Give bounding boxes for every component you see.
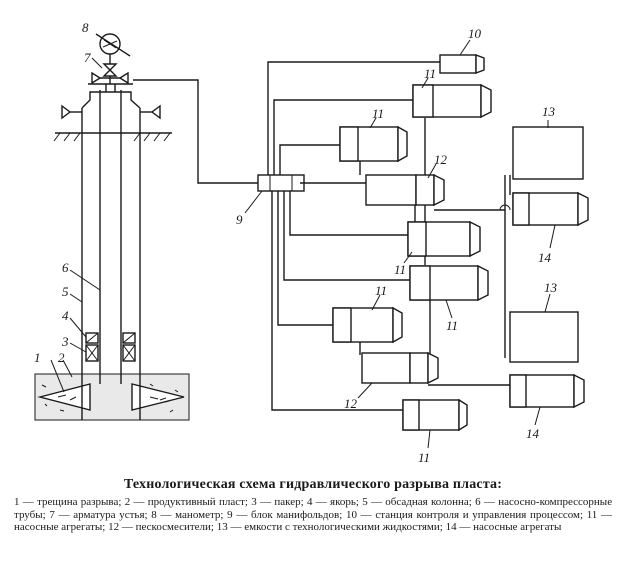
label-control-station: 10 <box>468 26 482 41</box>
label-casing: 5 <box>62 284 69 299</box>
label-pump-unit: 11 <box>394 262 406 277</box>
casing-string <box>81 108 141 420</box>
fracture <box>37 383 185 411</box>
pump-unit <box>407 220 481 258</box>
manifold-block <box>257 174 305 192</box>
label-productive-layer: 2 <box>58 350 65 365</box>
callouts <box>50 39 556 449</box>
label-tubing: 6 <box>62 260 69 275</box>
manometer <box>95 33 131 64</box>
pump-unit <box>412 83 492 119</box>
pump-unit <box>402 398 468 432</box>
sand-mixer <box>365 173 445 207</box>
fluid-tank <box>512 126 584 180</box>
label-fluid-tank: 13 <box>542 104 556 119</box>
label-pump-unit: 11 <box>375 283 387 298</box>
legend-item: 4 — якорь; <box>306 496 359 508</box>
label-tank-pump: 14 <box>526 426 540 441</box>
legend-item: 1 — трещина разрыва; <box>14 496 122 508</box>
legend-item: 10 — станция контроля и управления проце… <box>345 508 584 521</box>
pump-unit <box>332 306 403 344</box>
label-fluid-tank: 13 <box>544 280 558 295</box>
label-pump-unit: 11 <box>372 106 384 121</box>
legend-item: 12 — пескосмесители; <box>108 521 214 534</box>
label-sand-mixer: 12 <box>344 396 358 411</box>
supply-lines <box>428 175 511 386</box>
control-station <box>439 53 485 75</box>
legend-item: 3 — пакер; <box>251 496 304 508</box>
label-sand-mixer: 12 <box>434 152 448 167</box>
label-tank-pump: 14 <box>538 250 552 265</box>
label-wellhead: 7 <box>84 50 91 65</box>
figure-caption: Технологическая схема гидравлического ра… <box>14 477 612 534</box>
legend-item: 7 — арматура устья; <box>49 508 148 521</box>
label-manifold-block: 9 <box>236 212 243 227</box>
injection-line <box>133 79 260 184</box>
tank-pump <box>512 191 589 227</box>
label-packer: 3 <box>61 334 69 349</box>
pump-unit <box>339 125 408 163</box>
legend-item: 11 — насосные агрегаты; <box>14 508 613 534</box>
label-pump-unit: 11 <box>418 450 430 465</box>
label-pump-unit: 11 <box>446 318 458 333</box>
fluid-tank <box>509 311 579 363</box>
label-fracture: 1 <box>34 350 41 365</box>
tank-pump <box>509 373 585 409</box>
wellhead <box>61 63 161 120</box>
tubing-string <box>99 90 122 384</box>
anchor <box>85 332 136 344</box>
label-anchor: 4 <box>62 308 69 323</box>
label-pump-unit: 11 <box>424 66 436 81</box>
sand-mixer <box>361 351 439 385</box>
legend-item: 8 — манометр; <box>151 508 224 521</box>
pump-unit <box>409 264 489 302</box>
ground-surface <box>53 132 172 142</box>
label-manometer: 8 <box>82 20 89 35</box>
legend-item: 2 — продуктивный пласт; <box>124 496 248 508</box>
legend-item: 6 — насосно-компрессорные трубы; <box>14 496 613 521</box>
legend-item: 14 — насосные агрегаты <box>445 521 562 534</box>
legend-item: 9 — блок манифольдов; <box>227 508 343 521</box>
fracturing-scheme-diagram: 1 2 3 4 5 6 7 8 9 10 11 11 12 11 11 11 1… <box>34 20 589 465</box>
caption-legend: 1 — трещина разрыва; 2 — продуктивный пл… <box>14 496 612 534</box>
packer <box>85 344 136 362</box>
legend-item: 13 — емкости с технологическими жидкостя… <box>216 521 443 534</box>
legend-item: 5 — обсадная колонна; <box>362 496 472 508</box>
caption-title: Технологическая схема гидравлического ра… <box>123 477 503 492</box>
